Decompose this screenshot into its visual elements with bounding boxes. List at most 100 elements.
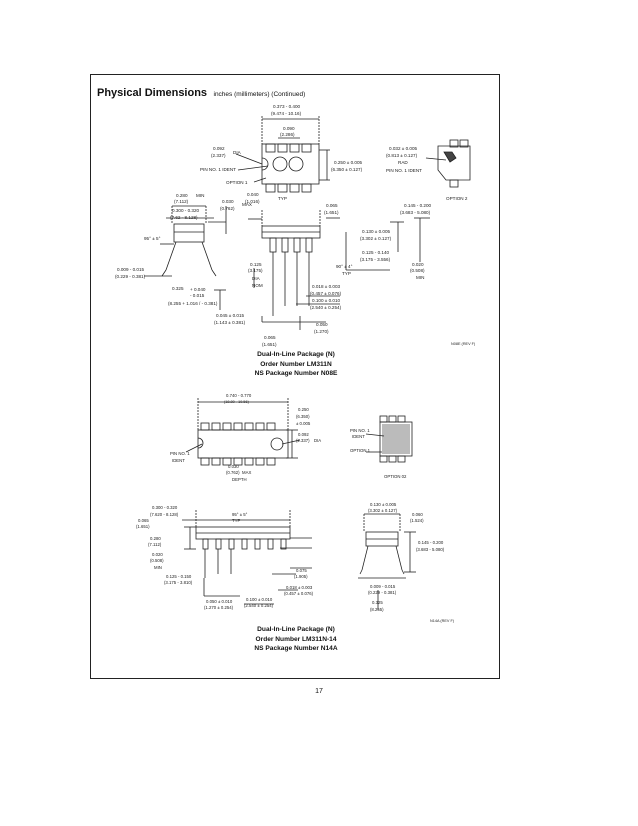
dim-label: TYP — [232, 518, 240, 523]
dim-label: 0.125 - 0.150 — [166, 574, 192, 579]
dim-label: 0.145 - 0.200 — [404, 203, 432, 208]
caption-n08e: Dual-In-Line Package (N) Order Number LM… — [236, 350, 356, 379]
n08e-notch — [261, 157, 269, 171]
dim-label: PIN NO. 1 IDENT — [386, 168, 422, 173]
dim-label: (0.457 ± 0.076) — [284, 591, 314, 596]
dim-label: 90° ± 4° — [336, 264, 353, 269]
dim-label: (1.270 ± 0.254) — [204, 605, 234, 610]
title-main: Physical Dimensions — [97, 87, 208, 99]
n08e-pin1-dimple — [272, 156, 288, 172]
dim-label: MAX — [242, 470, 251, 475]
n14a-top-body — [197, 429, 289, 459]
dim-label: MAX — [242, 202, 252, 207]
dim-label: 0.009 - 0.015 — [370, 584, 396, 589]
dim-label: OPTION 1 — [350, 448, 371, 453]
dim-label: 0.030 — [228, 464, 239, 469]
rev-label: N08E (REV F) — [451, 342, 476, 346]
dim-label: (3.302 ± 0.127) — [368, 508, 398, 513]
caption-line: Dual-In-Line Package (N) — [257, 351, 335, 358]
caption-line: Order Number LM311N-14 — [255, 635, 337, 643]
dim-label: 0.040 — [247, 192, 259, 197]
dim-label: 0.050 — [316, 322, 328, 327]
dim-label: (7.112) — [174, 199, 189, 204]
dim-label: 0.018 ± 0.003 — [286, 585, 313, 590]
dim-label: (3.175) — [248, 268, 263, 273]
dim-label: 0.373 - 0.400 — [273, 104, 301, 109]
dim-label: (6.350 ± 0.127) — [331, 167, 363, 172]
dim-label: 0.050 ± 0.010 — [206, 599, 233, 604]
dim-label: 0.065 — [326, 203, 338, 208]
dim-label: (0.762) — [220, 206, 235, 211]
dim-label: (3.683 - 5.080) — [416, 547, 445, 552]
n08e-ident-dimple — [288, 156, 304, 172]
dim-label: (18.80 - 19.56) — [224, 400, 250, 404]
n08e-dimension-labels: 0.373 - 0.400 (9.474 - 10.16) 0.090 (2.2… — [115, 104, 476, 347]
dim-label: 0.090 — [283, 126, 295, 131]
dim-label: IDENT — [352, 434, 365, 439]
dim-label: TYP — [342, 271, 351, 276]
dim-label: RAD — [398, 160, 408, 165]
dim-label: (0.813 ± 0.127) — [386, 153, 418, 158]
dim-label: IDENT — [172, 458, 185, 463]
dim-label: 0.092 — [298, 432, 309, 437]
section-title: Physical Dimensions inches (millimeters)… — [97, 83, 305, 101]
dim-label: 0.325 — [372, 600, 383, 605]
dim-label: 0.065 — [264, 335, 276, 340]
dim-label: DIA — [252, 276, 261, 281]
dim-label: (2.337) — [211, 153, 226, 158]
dim-label: (2.540 ± 0.254) — [310, 305, 342, 310]
dim-label: 0.125 — [250, 262, 262, 267]
dim-label: MIN — [196, 193, 204, 198]
dim-label: (3.683 - 5.080) — [400, 210, 431, 215]
dim-label: 0.100 ± 0.010 — [246, 597, 273, 602]
dim-label: DIA — [233, 150, 242, 155]
dim-label: (1.905) — [294, 574, 308, 579]
dim-label: MIN — [416, 275, 424, 280]
dim-label: (1.524) — [410, 518, 424, 523]
dim-label: 0.020 — [152, 552, 163, 557]
dim-label: (0.229 - 0.381) — [115, 274, 146, 279]
dim-label: (2.337) — [296, 438, 310, 443]
dim-label: (1.651) — [136, 524, 150, 529]
dim-label: (7.112) — [148, 542, 162, 547]
dim-label: (8.255 + 1.016 / - 0.381) — [168, 301, 218, 306]
dim-label: (0.508) — [150, 558, 164, 563]
dim-label: OPTION 02 — [384, 474, 407, 479]
dim-label: 0.300 - 0.320 — [172, 208, 200, 213]
dim-label: 0.100 ± 0.010 — [312, 298, 341, 303]
dim-label: (0.457 ± 0.076) — [310, 291, 342, 296]
dim-label: (1.651) — [262, 342, 277, 347]
dim-label: DIA — [314, 438, 321, 443]
dim-label: 0.325 — [172, 286, 184, 291]
dim-label: PIN NO. 1 — [350, 428, 370, 433]
caption-line: NS Package Number N14A — [254, 645, 338, 652]
dim-label: OPTION 2 — [446, 196, 468, 201]
dim-label: NOM — [252, 283, 263, 288]
caption-line: NS Package Number N08E — [254, 370, 338, 377]
dim-label: (0.762) — [226, 470, 240, 475]
n14a-pin-boxes — [200, 422, 276, 466]
dim-label: 0.009 - 0.015 — [117, 267, 145, 272]
dim-label: PIN NO. 1 — [170, 451, 190, 456]
n08e-option2-body — [437, 145, 471, 181]
dim-label: 0.020 — [412, 262, 424, 267]
dim-label: (2.540 ± 0.254) — [244, 603, 274, 608]
dim-label: (3.175 - 3.556) — [360, 257, 391, 262]
dim-label: 0.740 - 0.770 — [226, 393, 252, 398]
dim-label: 0.250 ± 0.005 — [334, 160, 363, 165]
caption-line: Dual-In-Line Package (N) — [257, 626, 335, 633]
dim-label: OPTION 1 — [226, 180, 248, 185]
dim-label: 0.075 — [296, 568, 307, 573]
n14a-pin1-dimple — [270, 437, 284, 451]
dim-label: (1.016) — [245, 199, 260, 204]
n08e-end-body — [173, 223, 205, 243]
dim-label: (6.350) — [296, 414, 310, 419]
dim-label: (3.175 - 3.810) — [164, 580, 193, 585]
dim-label: (1.270) — [314, 329, 329, 334]
caption-line: Order Number LM311N — [260, 360, 332, 368]
dim-label: 0.065 — [138, 518, 149, 523]
dim-label: - 0.015 — [190, 293, 205, 298]
dim-label: 95° ± 5° — [144, 236, 161, 241]
dim-label: + 0.040 — [190, 287, 206, 292]
rev-label: N14A (REV F) — [430, 619, 455, 623]
